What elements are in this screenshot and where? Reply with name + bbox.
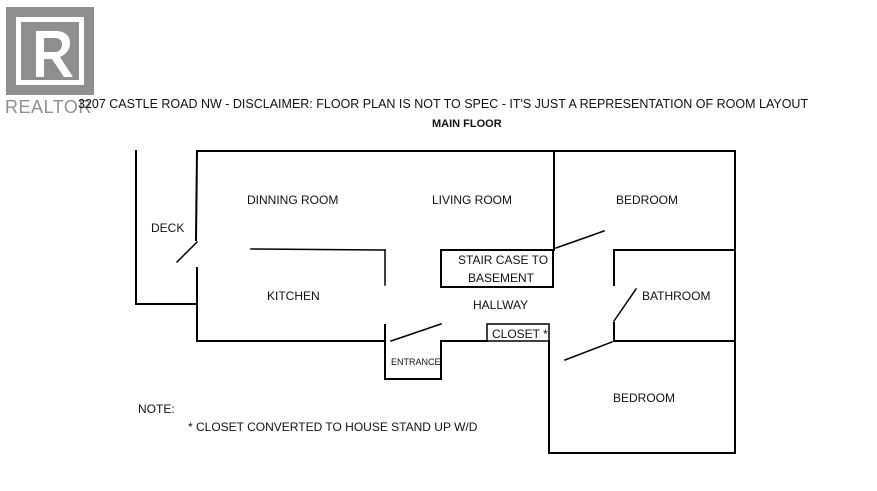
note-heading: NOTE:: [138, 402, 175, 416]
room-label-living: LIVING ROOM: [432, 193, 513, 207]
room-label-entrance: ENTRANCE: [391, 357, 441, 367]
room-label-deck: DECK: [151, 221, 185, 235]
staircase-box: [440, 249, 554, 288]
west-wall-upper: [194, 149, 199, 242]
realtor-logo-icon: [6, 7, 94, 95]
bedroom-top-door-swing: [555, 230, 605, 249]
room-label-kitchen: KITCHEN: [267, 289, 320, 303]
room-label-bedroom-bottom: BEDROOM: [613, 391, 676, 405]
closet-box: [486, 323, 550, 342]
room-label-dinning: DINNING ROOM: [247, 193, 339, 207]
bathroom-door-swing: [612, 287, 638, 323]
plan-caption: 3207 CASTLE ROAD NW - DISCLAIMER: FLOOR …: [78, 97, 809, 111]
bedroom-bottom-door-swing: [564, 341, 613, 361]
floor-title: MAIN FLOOR: [432, 118, 502, 130]
deck-door-swing: [175, 240, 199, 264]
kitchen-wall-top: [250, 248, 386, 251]
realtor-wordmark: REALTOR: [5, 97, 92, 117]
note-item: * CLOSET CONVERTED TO HOUSE STAND UP W/D: [188, 420, 478, 434]
entrance-door-swing: [390, 323, 442, 342]
room-label-bathroom: BATHROOM: [642, 289, 711, 303]
room-label-staircase-line1: STAIR CASE TO: [458, 253, 549, 267]
room-label-hallway: HALLWAY: [473, 298, 529, 312]
room-label-bedroom-top: BEDROOM: [616, 193, 679, 207]
room-label-closet: CLOSET *: [492, 327, 548, 341]
room-label-staircase-line2: BASEMENT: [468, 271, 535, 285]
